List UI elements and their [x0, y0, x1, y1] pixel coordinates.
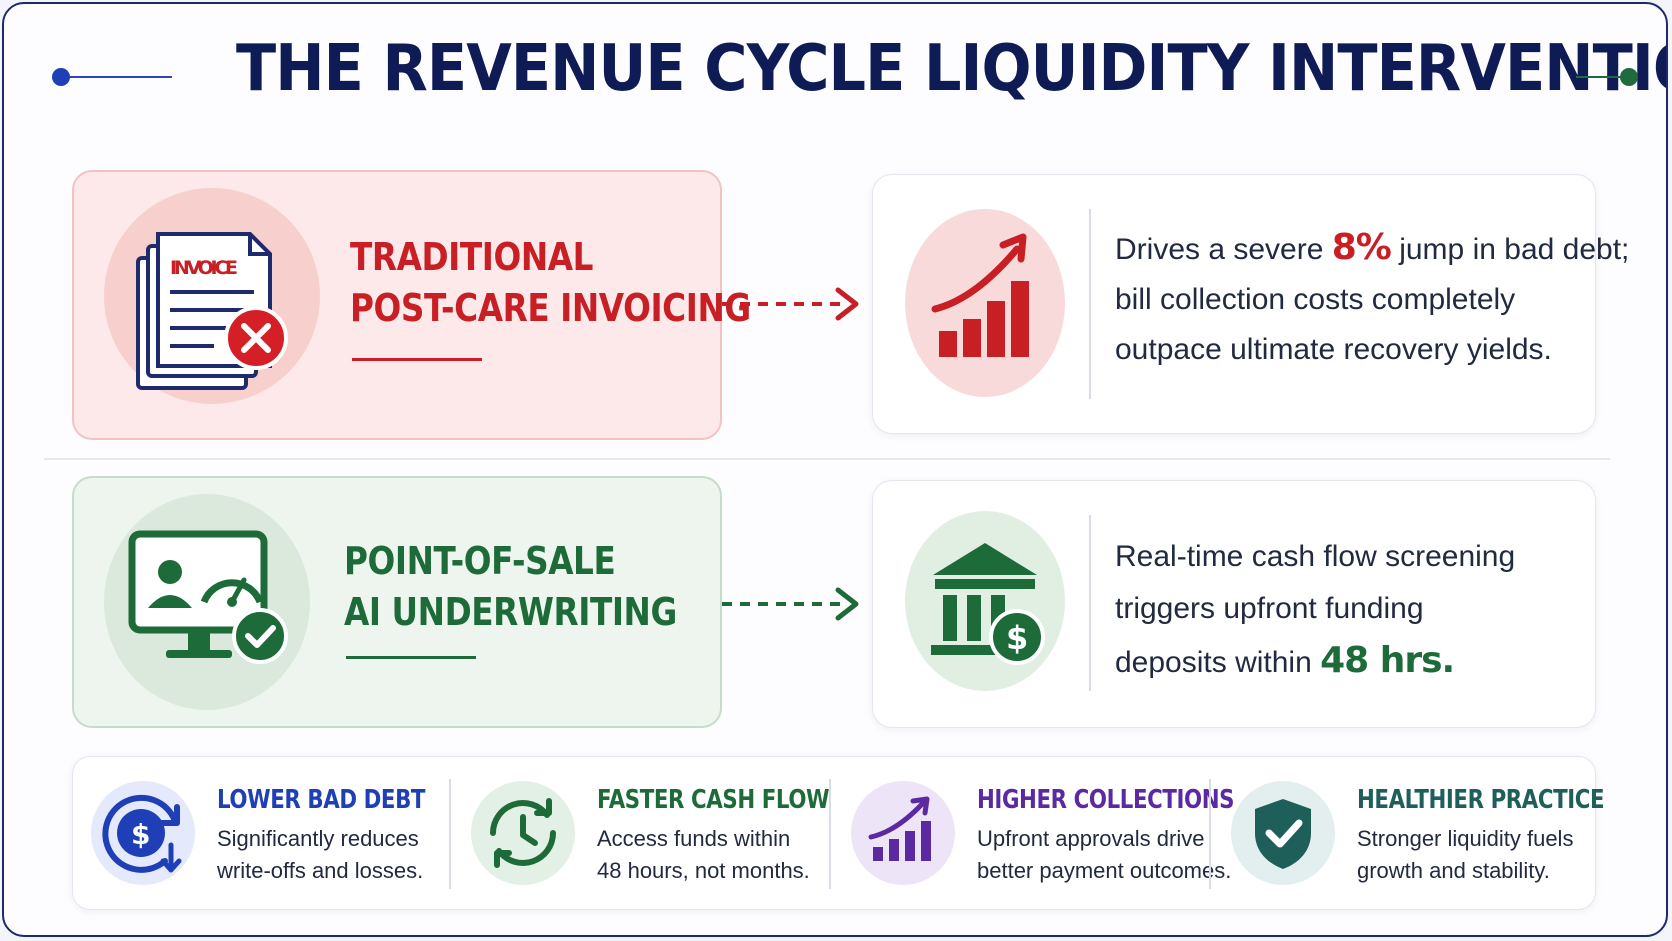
- benefit-higher-collections: HIGHER COLLECTIONS Upfront approvals dri…: [851, 757, 1235, 909]
- monitor-user-gauge-check-icon: [104, 494, 310, 710]
- ai-result-text: Real-time cash flow screening triggers u…: [1115, 531, 1515, 689]
- benefit-description-line2: write-offs and losses.: [217, 858, 424, 883]
- benefit-description-line1: Stronger liquidity fuels: [1357, 826, 1574, 851]
- ai-result-line1: Real-time cash flow screening: [1115, 540, 1516, 573]
- ai-result-line2: triggers upfront funding: [1115, 592, 1424, 625]
- benefit-description-line1: Access funds within: [597, 826, 791, 851]
- clock-refresh-icon: [471, 781, 575, 885]
- funding-time-highlight: 48 hrs.: [1320, 640, 1455, 681]
- traditional-heading-underline: [352, 358, 482, 361]
- ai-result-card: $ Real-time cash flow screening triggers…: [872, 480, 1596, 728]
- benefit-separator: [449, 779, 451, 889]
- benefit-description-line1: Significantly reduces: [217, 826, 419, 851]
- ai-arrow-icon: [722, 587, 859, 621]
- title-decoration-right-line: [1576, 76, 1626, 78]
- traditional-result-card: Drives a severe 8% jump in bad debt; bil…: [872, 174, 1629, 434]
- title-decoration-left-dot: [52, 68, 70, 86]
- bank-dollar-icon: $: [905, 511, 1065, 691]
- title-decoration-left-line: [60, 76, 172, 78]
- benefits-bar: $ LOWER BAD DEBT Significantly reduces w…: [72, 756, 1605, 910]
- page-title: THE REVENUE CYCLE LIQUIDITY INTERVENTION: [236, 32, 1668, 106]
- result-divider: [1089, 209, 1091, 399]
- title-decoration-right-dot: [1620, 68, 1638, 86]
- traditional-result-text: Drives a severe 8% jump in bad debt; bil…: [1115, 223, 1629, 375]
- benefit-healthier-practice: HEALTHIER PRACTICE Stronger liquidity fu…: [1231, 757, 1611, 909]
- benefit-title: FASTER CASH FLOW: [597, 785, 830, 815]
- rising-bar-chart-icon: [905, 209, 1065, 397]
- benefit-lower-bad-debt: $ LOWER BAD DEBT Significantly reduces w…: [91, 757, 471, 909]
- traditional-arrow-icon: [722, 287, 859, 321]
- ai-heading-line1: POINT-OF-SALE: [344, 539, 616, 583]
- dollar-down-arrow-icon: $: [91, 781, 195, 885]
- traditional-result-line3: outpace ultimate recovery yields.: [1115, 333, 1552, 366]
- benefit-description-line2: growth and stability.: [1357, 858, 1550, 883]
- traditional-heading-line2: POST-CARE INVOICING: [350, 286, 751, 330]
- benefit-title: HIGHER COLLECTIONS: [977, 785, 1235, 815]
- invoice-error-icon: INVOICE: [104, 188, 320, 404]
- growth-chart-icon: [851, 781, 955, 885]
- benefit-description: Significantly reduces write-offs and los…: [217, 823, 423, 887]
- traditional-heading: TRADITIONAL POST-CARE INVOICING: [350, 232, 751, 334]
- svg-text:$: $: [131, 818, 150, 851]
- section-divider: [44, 458, 1610, 460]
- traditional-heading-line1: TRADITIONAL: [350, 235, 594, 279]
- shield-check-icon: [1231, 781, 1335, 885]
- benefit-description: Upfront approvals drive better payment o…: [977, 823, 1231, 887]
- benefit-separator: [829, 779, 831, 889]
- benefit-separator: [1209, 779, 1211, 889]
- traditional-result-line1-pre: Drives a severe: [1115, 233, 1332, 266]
- title-row: THE REVENUE CYCLE LIQUIDITY INTERVENTION: [4, 32, 1666, 122]
- traditional-invoicing-card: INVOICE TRADITIONAL POST-CARE INVOICING: [72, 170, 751, 440]
- benefit-description-line1: Upfront approvals drive: [977, 826, 1205, 851]
- ai-heading: POINT-OF-SALE AI UNDERWRITING: [344, 536, 677, 638]
- traditional-result-line2: bill collection costs completely: [1115, 283, 1516, 316]
- benefit-description-line2: better payment outcomes.: [977, 858, 1232, 883]
- benefit-title: LOWER BAD DEBT: [217, 785, 426, 815]
- result-divider: [1089, 515, 1091, 691]
- benefit-title: HEALTHIER PRACTICE: [1357, 785, 1605, 815]
- benefit-description: Access funds within 48 hours, not months…: [597, 823, 810, 887]
- traditional-result-line1-post: jump in bad debt;: [1390, 233, 1630, 266]
- ai-heading-line2: AI UNDERWRITING: [344, 590, 677, 634]
- ai-heading-underline: [346, 656, 476, 659]
- benefit-faster-cash-flow: FASTER CASH FLOW Access funds within 48 …: [471, 757, 851, 909]
- invoice-label: INVOICE: [170, 257, 238, 279]
- bad-debt-percent-highlight: 8%: [1331, 227, 1392, 268]
- benefit-description: Stronger liquidity fuels growth and stab…: [1357, 823, 1573, 887]
- svg-text:$: $: [1006, 619, 1028, 657]
- ai-result-line3-pre: deposits within: [1115, 646, 1321, 679]
- ai-underwriting-card: POINT-OF-SALE AI UNDERWRITING: [72, 476, 722, 728]
- benefit-description-line2: 48 hours, not months.: [597, 858, 810, 883]
